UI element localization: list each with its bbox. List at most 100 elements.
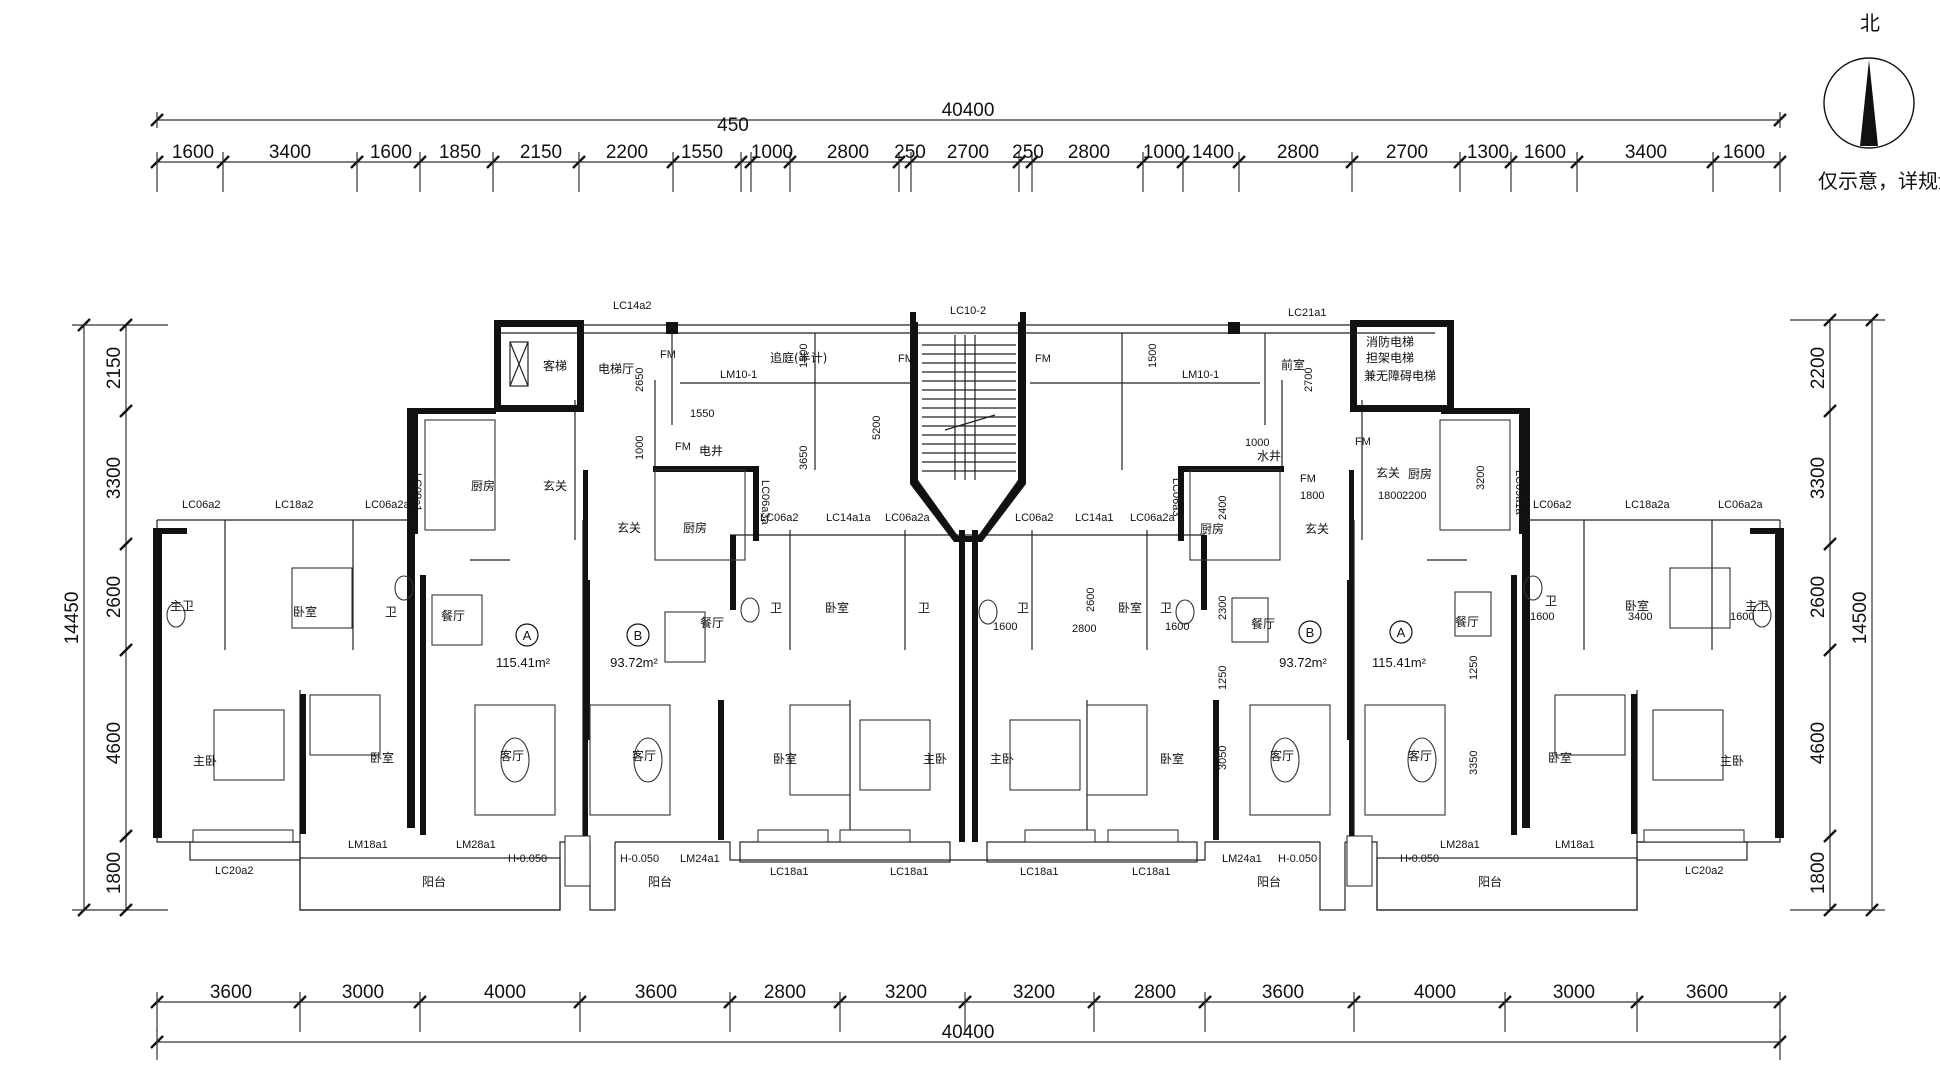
door-tag: LM24a1	[680, 853, 720, 865]
window-tag: LC06a2	[182, 499, 221, 511]
left-dimensions: 14450 2150 3300 2600 4600 1800	[62, 318, 168, 917]
window-tag: LC09a1	[411, 473, 423, 512]
window-tag: LC06a3	[1170, 478, 1182, 517]
door-tag: FM	[898, 353, 914, 365]
bath-label: 卫	[918, 601, 930, 615]
foyer-label: 玄关	[1376, 465, 1400, 480]
top-extra-dim: 450	[717, 115, 749, 136]
unit-a-left-tag: A	[523, 628, 532, 643]
inner-dim: 3650	[798, 446, 810, 470]
balcony-label: 阳台	[422, 874, 446, 889]
dining-label: 餐厅	[1251, 616, 1275, 631]
window-tag: LC20a2	[1685, 865, 1724, 877]
living-room-label: 客厅	[1408, 748, 1432, 763]
door-tag: FM	[1355, 436, 1371, 448]
living-room-label: 客厅	[632, 748, 656, 763]
inner-dim: 1800	[1300, 490, 1324, 502]
inner-dim: 1250	[1217, 666, 1229, 690]
inner-dim: 1600	[1730, 611, 1754, 623]
inner-dim: 1250	[1468, 656, 1480, 680]
bath-label: 卫	[1160, 601, 1172, 615]
door-tag: LM24a1	[1222, 853, 1262, 865]
level-tag: H-0.050	[620, 853, 659, 865]
bottom-dim-seg: 2800	[1134, 982, 1176, 1003]
top-dimensions: 40400 450 1600 3400 1600 1850 2150 2200 …	[150, 100, 1787, 192]
kitchen-label: 厨房	[1408, 466, 1432, 481]
living-room-label: 客厅	[1270, 748, 1294, 763]
inner-dim: 2400	[1217, 496, 1229, 520]
top-dim-seg: 1550	[681, 142, 723, 163]
top-total-dim: 40400	[942, 100, 995, 121]
dining-label: 餐厅	[700, 615, 724, 630]
window-tag: LC09a1a	[1513, 470, 1525, 516]
top-dim-seg: 1600	[1524, 142, 1566, 163]
window-tag: LC06a3a	[759, 480, 771, 526]
top-dim-seg: 1600	[172, 142, 214, 163]
left-dim-seg: 2150	[104, 347, 125, 389]
window-tag: LC14a1a	[826, 512, 872, 524]
water-shaft-label: 水井	[1257, 449, 1281, 463]
kitchen-label: 厨房	[1200, 521, 1224, 536]
master-bath-label: 主卫	[1745, 599, 1769, 613]
top-dim-seg: 2800	[1068, 142, 1110, 163]
inner-dim: 3200	[1475, 466, 1487, 490]
north-arrow: 北 仅示意，详规划	[1818, 12, 1940, 193]
inner-dim: 1000	[634, 436, 646, 460]
inner-dim: 2700	[1303, 368, 1315, 392]
top-dim-seg: 250	[1012, 142, 1044, 163]
elevator-hall-label: 电梯厅	[598, 362, 634, 376]
top-dim-seg: 1850	[439, 142, 481, 163]
window-tag: LC06a2a	[1718, 499, 1764, 511]
level-tag: H-0.050	[508, 853, 547, 865]
right-total-dim: 14500	[1850, 592, 1871, 645]
inner-dim: 3350	[1468, 751, 1480, 775]
unit-tags: A 115.41m² B 93.72m² B 93.72m² A 115.41m…	[496, 620, 1427, 670]
window-tag: LC06a2a	[1130, 512, 1176, 524]
top-dim-seg: 1000	[751, 142, 793, 163]
unit-a-right-tag: A	[1397, 625, 1406, 640]
unit-b-left-tag: B	[634, 628, 643, 643]
level-tag: H-0.050	[1400, 853, 1439, 865]
door-tag: LM18a1	[1555, 839, 1595, 851]
furniture	[166, 419, 1772, 887]
window-tag: LC10-2	[950, 305, 986, 317]
front-room-label: 前室	[1281, 357, 1305, 372]
unit-a-right-area: 115.41m²	[1372, 655, 1427, 670]
left-dim-seg: 1800	[104, 852, 125, 894]
bottom-dim-seg: 3600	[635, 982, 677, 1003]
window-tag: LC18a1	[890, 866, 929, 878]
door-tag: LM18a1	[348, 839, 388, 851]
inner-dim: 3400	[1628, 611, 1652, 623]
bedroom-label: 卧室	[293, 604, 317, 619]
top-dim-seg: 1000	[1143, 142, 1185, 163]
inner-dim: 1550	[690, 408, 714, 420]
window-tag: LC06a2a	[885, 512, 931, 524]
inner-dim: 1600	[993, 621, 1017, 633]
top-dim-seg: 3400	[269, 142, 311, 163]
inner-dim: 2650	[634, 368, 646, 392]
north-label: 北	[1860, 12, 1880, 35]
unit-a-left-area: 115.41m²	[496, 655, 551, 670]
bath-label: 卫	[1017, 601, 1029, 615]
unit-b-right-area: 93.72m²	[1279, 655, 1327, 670]
fire-elevator-label: 消防电梯	[1366, 334, 1414, 349]
window-tag: LC18a1	[1020, 866, 1059, 878]
bottom-dim-seg: 3200	[885, 982, 927, 1003]
kitchen-label: 厨房	[683, 520, 707, 535]
door-tag: FM	[660, 349, 676, 361]
master-bedroom-label: 主卧	[923, 752, 947, 766]
door-tag: LM28a1	[1440, 839, 1480, 851]
window-tag: LC18a2	[275, 499, 314, 511]
bottom-dim-seg: 3200	[1013, 982, 1055, 1003]
top-dim-seg: 3400	[1625, 142, 1667, 163]
inner-dim: 2200	[1402, 490, 1426, 502]
living-room-label: 客厅	[500, 748, 524, 763]
window-tag: LC06a2	[760, 512, 799, 524]
top-dim-seg: 1600	[370, 142, 412, 163]
top-dim-seg: 2800	[827, 142, 869, 163]
right-dimensions: 14500 2200 3300 2600 4600 1800	[1790, 313, 1885, 917]
level-tag: H-0.050	[1278, 853, 1317, 865]
bottom-dim-seg: 3600	[1262, 982, 1304, 1003]
stretcher-elevator-label: 担架电梯	[1366, 351, 1414, 365]
